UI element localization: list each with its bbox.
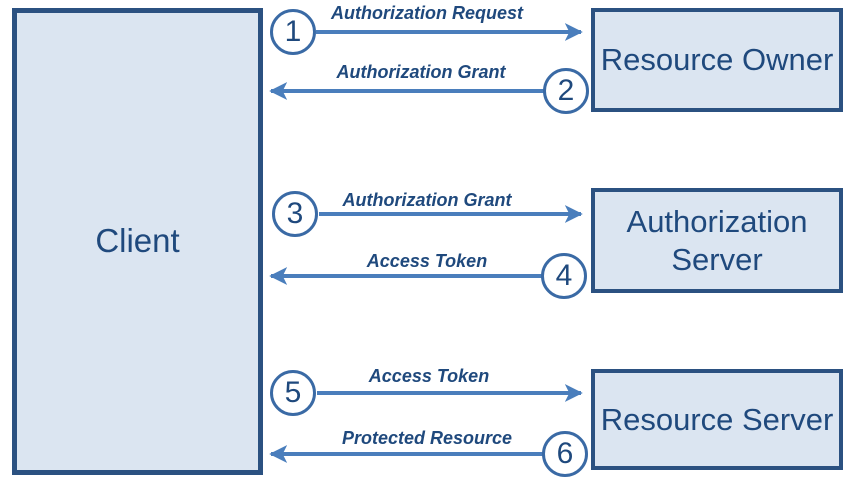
flow-label-access-token-1: Access Token bbox=[366, 251, 488, 271]
authorization-server-box-label: Authorization Server bbox=[626, 203, 808, 277]
authorization-server-box: Authorization Server bbox=[591, 188, 843, 293]
flow-label-protected-resource: Protected Resource bbox=[341, 428, 513, 448]
resource-server-box-label: Resource Server bbox=[600, 401, 834, 437]
step-circle-3: 3 bbox=[272, 191, 318, 237]
step-circle-4: 4 bbox=[541, 253, 587, 299]
flow-label-authorization-grant-2: Authorization Grant bbox=[342, 190, 512, 210]
resource-server-box: Resource Server bbox=[591, 369, 843, 470]
client-box-label: Client bbox=[95, 222, 180, 260]
step-circle-6: 6 bbox=[542, 431, 588, 477]
step-circle-1: 1 bbox=[270, 9, 316, 55]
step-circle-2: 2 bbox=[543, 68, 589, 114]
flow-label-authorization-grant-1: Authorization Grant bbox=[336, 62, 506, 82]
flow-label-access-token-2: Access Token bbox=[368, 366, 490, 386]
resource-owner-box-label: Resource Owner bbox=[600, 42, 834, 78]
step-circle-5: 5 bbox=[270, 370, 316, 416]
flow-label-authorization-request: Authorization Request bbox=[331, 3, 523, 23]
resource-owner-box: Resource Owner bbox=[591, 8, 843, 112]
client-box: Client bbox=[12, 8, 263, 475]
